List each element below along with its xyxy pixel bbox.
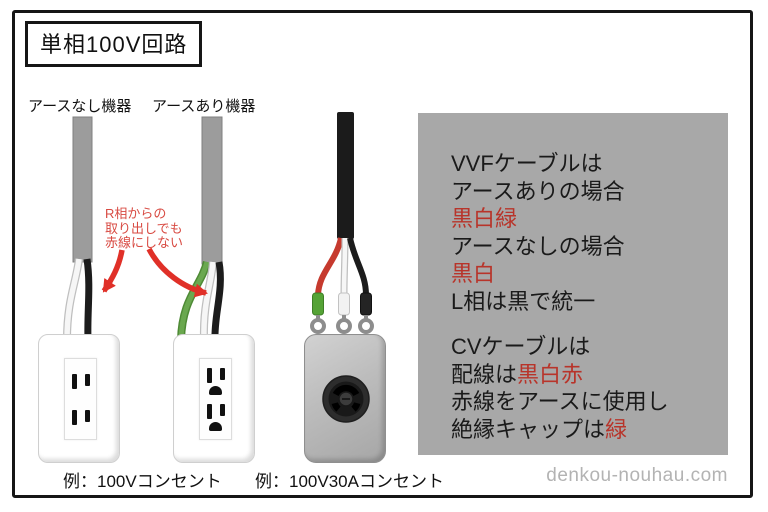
diagram-title: 単相100V回路 — [25, 21, 203, 67]
red-wire — [315, 237, 344, 296]
black-wire — [83, 258, 93, 341]
cable-vvf-3core — [177, 116, 224, 341]
outlet-faceplate — [64, 358, 97, 440]
receptacle — [206, 403, 225, 431]
black-wire — [211, 261, 224, 341]
ring-terminal — [310, 318, 326, 334]
outlet-slot-neutral — [71, 409, 77, 425]
outlet-100v — [38, 334, 120, 463]
annotation-line: R相からの — [105, 206, 167, 221]
red-arrow-left — [101, 249, 125, 293]
outlet-slot-neutral — [206, 403, 212, 419]
label-earth-device: アースあり機器 — [152, 98, 256, 115]
outlet-slot-neutral — [71, 373, 77, 389]
note-line: 黒白 — [451, 261, 496, 286]
ring-terminal — [336, 318, 352, 334]
twistlock-receptacle — [322, 375, 370, 423]
cable-vvf-2core — [63, 116, 93, 341]
caption-outlet-100v30a: 例：100V30Aコンセント — [255, 472, 444, 491]
receptacle — [71, 373, 90, 389]
outlet-slot-hot — [84, 373, 90, 386]
note-line: アースありの場合 — [451, 178, 625, 204]
watermark: denkou-nouhau.com — [546, 465, 728, 486]
note-line: 絶縁キャップは緑 — [451, 416, 628, 442]
outlet-slot-hot — [84, 409, 90, 422]
annotation-line: 取り出しでも — [105, 220, 183, 236]
note-line: アースなしの場合 — [451, 233, 625, 259]
outlet-slot-hot — [219, 403, 225, 416]
outlet-slot-neutral — [206, 367, 212, 383]
annotation-r-phase: R相からの 取り出しでも 赤線にしない — [105, 206, 184, 251]
black-wire — [347, 237, 369, 296]
green-insulation-cap — [312, 292, 324, 316]
black-insulation-cap — [360, 292, 372, 316]
note-line: L相は黒で統一 — [451, 288, 596, 314]
label-no-earth-device: アースなし機器 — [28, 98, 132, 115]
outlet-100v30a — [304, 334, 386, 463]
receptacle — [71, 409, 90, 425]
diagram-border-frame — [12, 10, 753, 498]
note-line: 赤線をアースに使用し — [451, 389, 669, 414]
note-line: 黒白緑 — [451, 206, 518, 231]
note-box: VVFケーブルは アースありの場合 黒白緑 アースなしの場合 黒白 L相は黒で統… — [418, 113, 728, 455]
outlet-slot-hot — [219, 367, 225, 380]
ground-hole — [209, 421, 222, 431]
note-line: 配線は黒白赤 — [451, 361, 584, 387]
note-line: VVFケーブルは — [451, 151, 603, 176]
caption-outlet-100v: 例：100Vコンセント — [63, 472, 222, 491]
white-wire — [341, 237, 348, 296]
outlet-faceplate — [199, 358, 232, 440]
cable-cv — [310, 112, 374, 334]
green-earth-wire — [178, 261, 210, 341]
ground-hole — [209, 385, 222, 395]
red-arrow-right — [146, 247, 208, 298]
ring-terminal — [358, 318, 374, 334]
annotation-line: 赤線にしない — [105, 235, 184, 250]
receptacle — [206, 367, 225, 395]
white-insulation-cap — [338, 292, 350, 316]
note-line: CVケーブルは — [451, 334, 591, 359]
outlet-100v-grounded — [173, 334, 255, 463]
white-wire — [64, 258, 82, 341]
